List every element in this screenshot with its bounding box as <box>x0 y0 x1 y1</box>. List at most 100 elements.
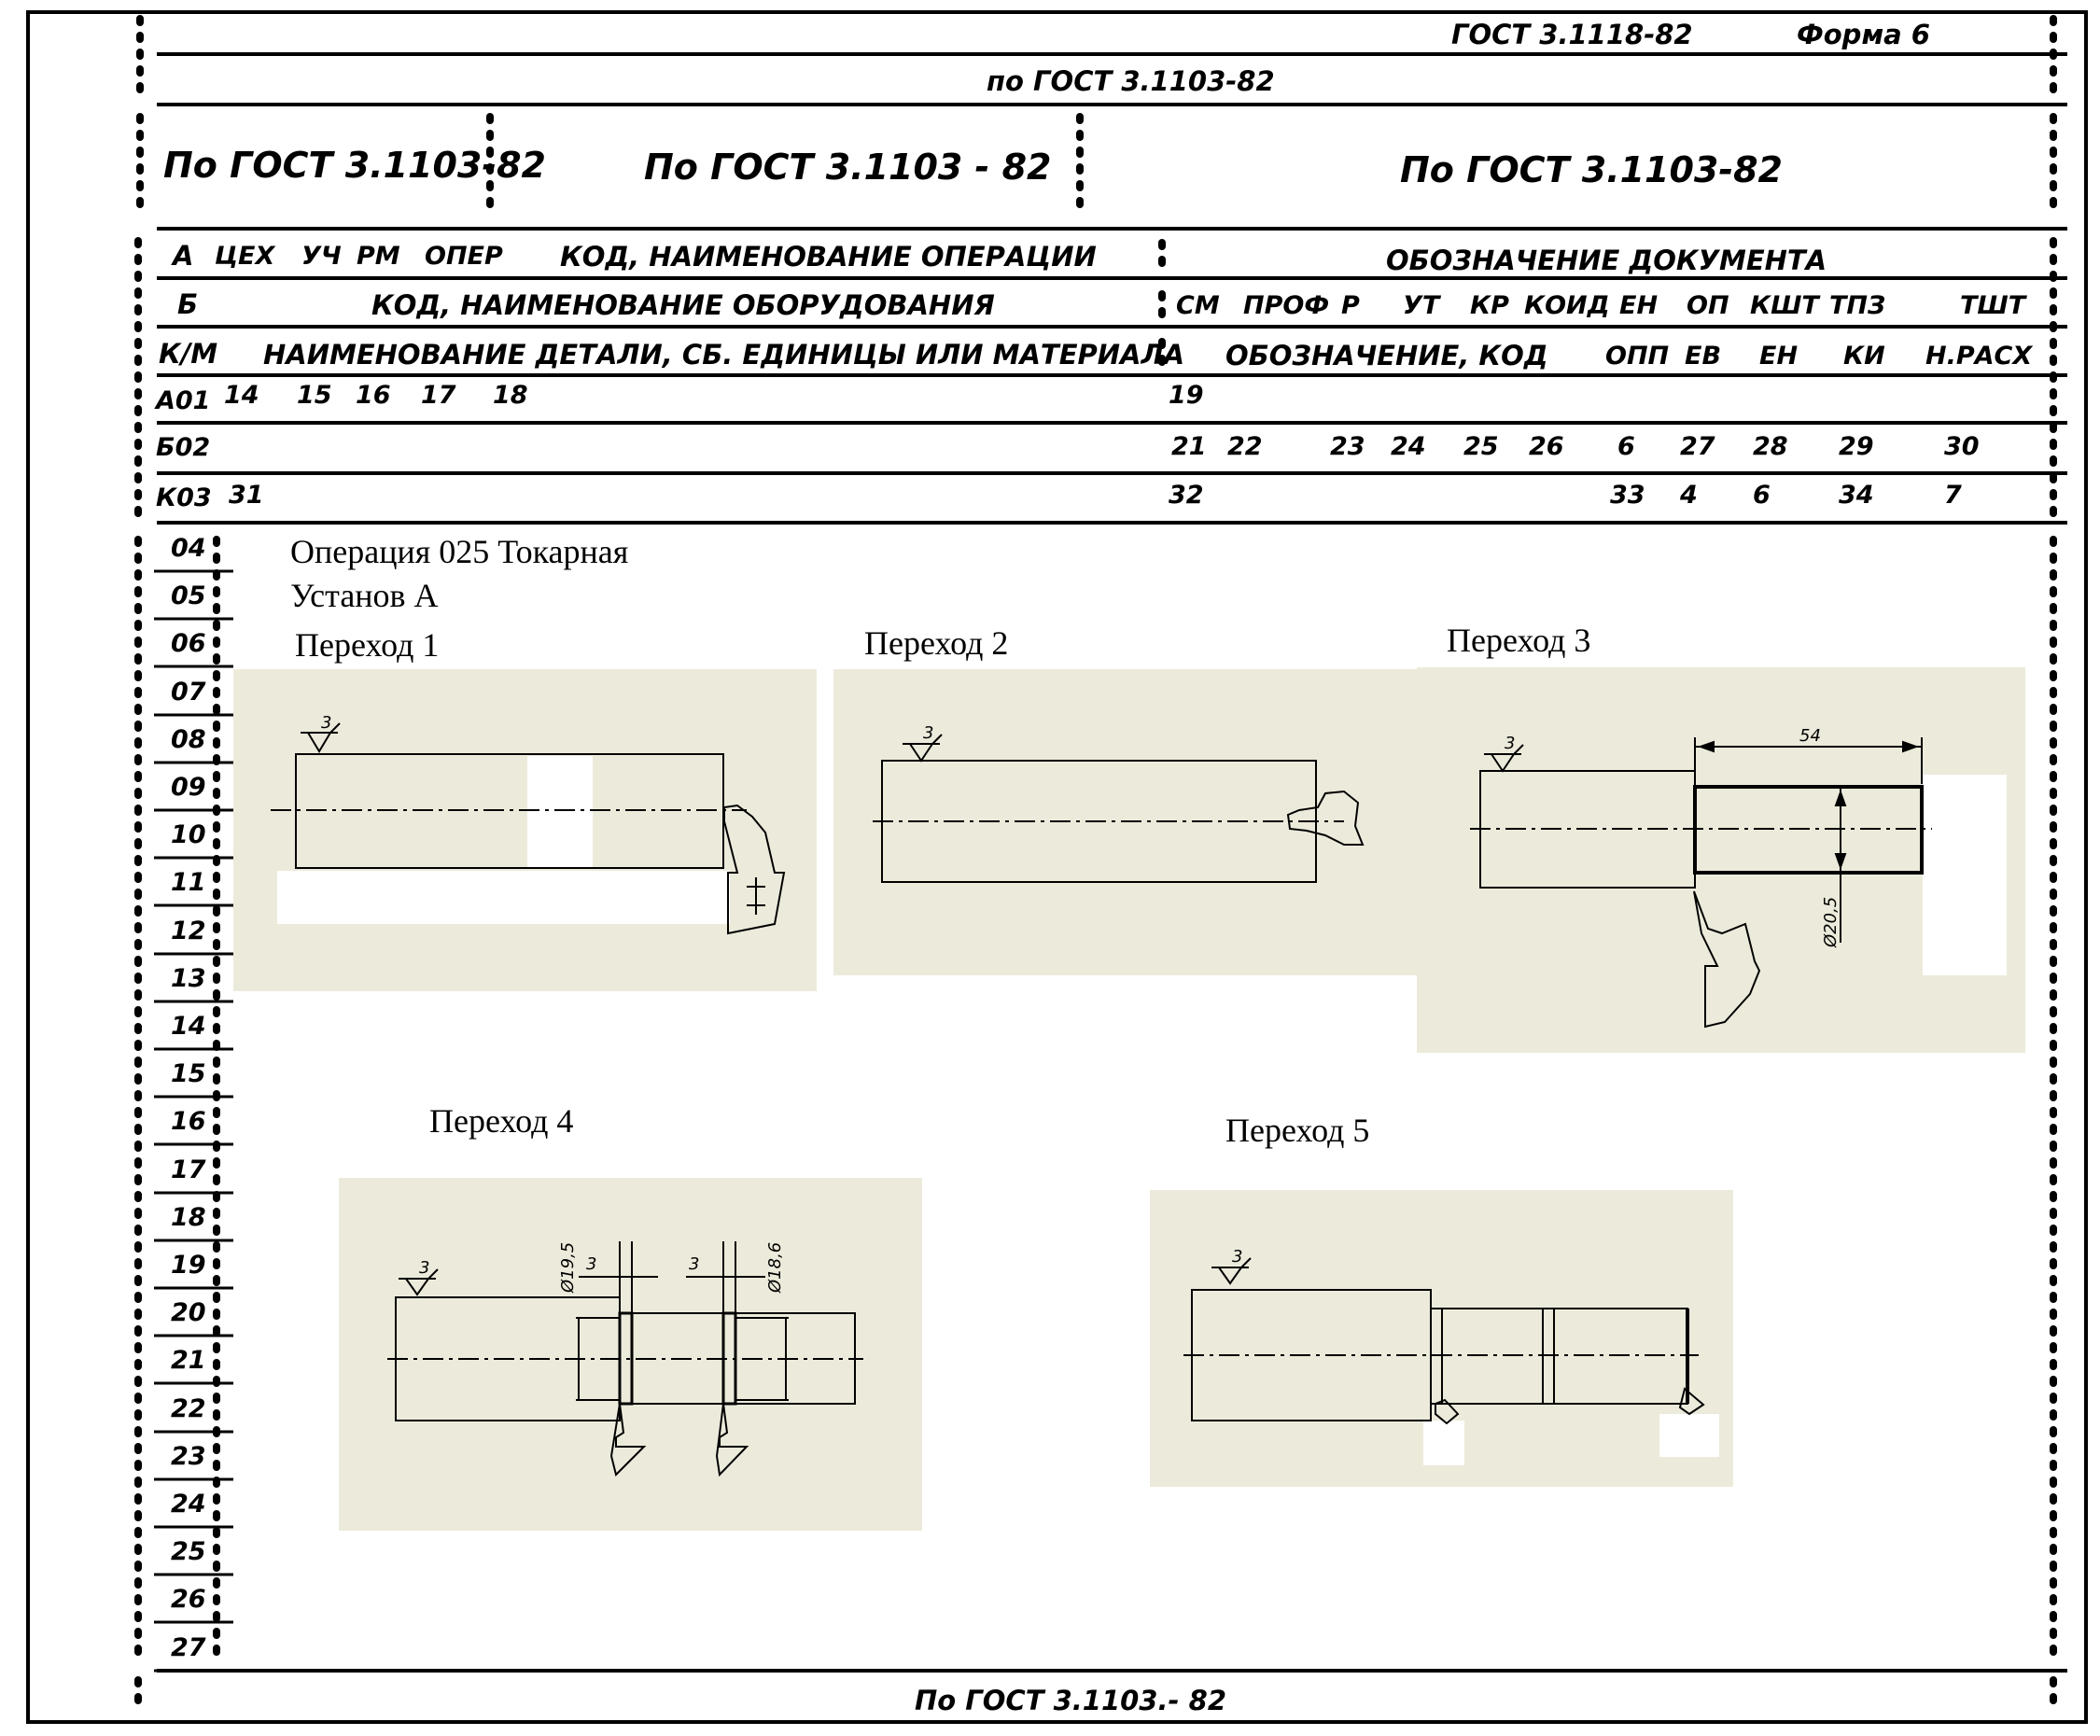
row-k03-num-5: 34 <box>1839 481 1874 510</box>
row-a01-num-4: 18 <box>493 381 528 410</box>
outer-border <box>26 10 2088 1724</box>
gost-row2-right: По ГОСТ 3.1103-82 <box>1400 149 1783 190</box>
line-number-14: 18 <box>171 1203 206 1232</box>
setup-title: Установ А <box>290 577 439 614</box>
row-a-oper: ОПЕР <box>425 242 503 271</box>
row-km-name: НАИМЕНОВАНИЕ ДЕТАЛИ, СБ. ЕДИНИЦЫ ИЛИ МАТ… <box>263 339 1185 371</box>
step4-diam2: Ø18,6 <box>765 1242 785 1294</box>
row-k03-num-2: 33 <box>1610 481 1645 510</box>
step4-width1: 3 <box>586 1254 596 1274</box>
row-a01-tag: А01 <box>156 386 211 415</box>
line-number-5: 09 <box>171 773 206 802</box>
row-a-operation: КОД, НАИМЕНОВАНИЕ ОПЕРАЦИИ <box>560 241 1097 273</box>
row-km-field-0: ОПП <box>1605 342 1670 371</box>
row-b02-num-10: 30 <box>1944 432 1980 461</box>
row-k03-num-0: 31 <box>229 481 264 510</box>
drawing-panels <box>233 667 2025 1531</box>
line-number-4: 08 <box>171 725 206 754</box>
row-km-field-1: ЕВ <box>1685 342 1722 371</box>
line-number-0: 04 <box>171 534 206 563</box>
line-number-10: 14 <box>171 1012 206 1041</box>
step4-roughness: 3 <box>419 1258 429 1278</box>
row-b02-num-9: 29 <box>1839 432 1874 461</box>
step3-diameter: Ø20,5 <box>1821 897 1841 948</box>
row-k03-num-4: 6 <box>1753 481 1771 510</box>
line-number-1: 05 <box>171 581 206 610</box>
step5-drawing <box>1183 1257 1705 1425</box>
row-b02-num-4: 25 <box>1463 432 1499 461</box>
left-margin-dots <box>134 237 2057 1712</box>
row-b02-num-1: 22 <box>1227 432 1263 461</box>
row-b02-num-8: 28 <box>1753 432 1788 461</box>
row-b-equipment: КОД, НАИМЕНОВАНИЕ ОБОРУДОВАНИЯ <box>371 289 995 321</box>
line-number-23: 27 <box>171 1633 206 1662</box>
line-number-8: 12 <box>171 917 206 945</box>
gost-row2-left: По ГОСТ 3.1103-82 <box>163 145 546 186</box>
step2-roughness: 3 <box>923 723 933 743</box>
line-number-17: 21 <box>171 1346 206 1375</box>
step3-length: 54 <box>1799 726 1821 746</box>
header-dots <box>136 15 2057 370</box>
operation-title: Операция 025 Токарная <box>290 533 629 570</box>
step3-drawing <box>1470 737 1932 1029</box>
line-number-3: 07 <box>171 678 206 707</box>
row-a-tag: А <box>173 240 194 272</box>
header-rules <box>157 52 2067 1673</box>
step4-diam1: Ø19,5 <box>558 1242 578 1294</box>
standard-label: ГОСТ 3.1118-82 <box>1451 19 1693 50</box>
row-b-field-2: Р <box>1341 291 1360 320</box>
line-number-12: 16 <box>171 1107 206 1136</box>
row-km-tag: К/М <box>159 338 218 370</box>
row-b-field-5: КОИД <box>1524 291 1610 320</box>
line-number-7: 11 <box>171 868 206 897</box>
row-km-field-3: КИ <box>1843 342 1885 371</box>
footer-gost: По ГОСТ 3.1103.- 82 <box>915 1685 1226 1716</box>
line-number-9: 13 <box>171 964 206 993</box>
row-b02-num-0: 21 <box>1171 432 1207 461</box>
line-number-22: 26 <box>171 1585 206 1614</box>
row-b-field-8: КШТ <box>1750 291 1819 320</box>
row-b-field-3: УТ <box>1403 291 1440 320</box>
row-b-field-9: ТПЗ <box>1829 291 1886 320</box>
step-1-label: Переход 1 <box>295 626 440 664</box>
row-a01-num-3: 17 <box>421 381 456 410</box>
step1-roughness: 3 <box>321 713 331 733</box>
step-4-label: Переход 4 <box>429 1102 574 1140</box>
row-b-field-1: ПРОФ <box>1243 291 1330 320</box>
gost-row1: по ГОСТ 3.1103-82 <box>987 65 1275 97</box>
line-number-15: 19 <box>171 1251 206 1280</box>
line-number-2: 06 <box>171 629 206 658</box>
step4-drawing <box>387 1241 863 1477</box>
row-a01-num-5: 19 <box>1169 381 1204 410</box>
row-k03-num-3: 4 <box>1680 481 1698 510</box>
row-k03-num-6: 7 <box>1944 481 1962 510</box>
row-a01-num-2: 16 <box>356 381 391 410</box>
row-b02-tag: Б02 <box>156 433 211 462</box>
panel-masks <box>277 756 2007 1465</box>
step2-drawing <box>873 734 1365 883</box>
row-k03-num-1: 32 <box>1169 481 1204 510</box>
row-km-field-2: ЕН <box>1759 342 1799 371</box>
row-b02-num-2: 23 <box>1330 432 1365 461</box>
line-number-18: 22 <box>171 1394 206 1423</box>
line-number-19: 23 <box>171 1442 206 1471</box>
row-b-field-10: ТШТ <box>1960 291 2026 320</box>
row-b02-num-7: 27 <box>1680 432 1715 461</box>
row-km-code: ОБОЗНАЧЕНИЕ, КОД <box>1225 340 1548 371</box>
line-number-rules <box>154 569 233 1673</box>
line-number-6: 10 <box>171 820 206 849</box>
row-a-uch: УЧ <box>301 242 342 271</box>
step-2-label: Переход 2 <box>864 624 1009 662</box>
form-label: Форма 6 <box>1797 19 1930 50</box>
row-km-field-4: Н.РАСХ <box>1925 342 2033 371</box>
step3-roughness: 3 <box>1505 734 1515 753</box>
row-b02-num-3: 24 <box>1391 432 1426 461</box>
line-number-21: 25 <box>171 1537 206 1566</box>
step5-roughness: 3 <box>1232 1247 1242 1267</box>
row-b-tag: Б <box>177 288 199 320</box>
row-a01-num-0: 14 <box>224 381 259 410</box>
row-b02-num-5: 26 <box>1529 432 1564 461</box>
row-k03-tag: К03 <box>156 483 212 512</box>
row-a-document: ОБОЗНАЧЕНИЕ ДОКУМЕНТА <box>1386 245 1827 276</box>
